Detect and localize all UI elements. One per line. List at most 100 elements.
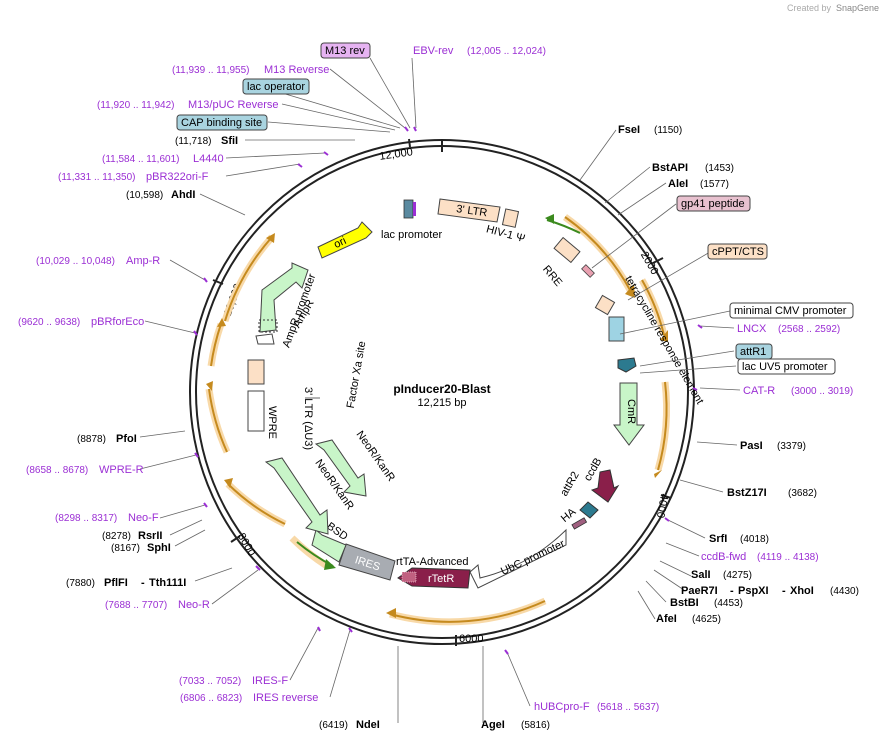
- feature-wpre[interactable]: WPRE: [247, 390, 278, 439]
- enzyme-paer7i-sep2: -: [782, 585, 786, 597]
- tick-2000: 2000: [638, 250, 661, 277]
- enzyme-sfii[interactable]: SfiI: [221, 135, 238, 147]
- enzyme-paer7i[interactable]: PaeR7I: [681, 585, 718, 597]
- enzyme-alei[interactable]: AleI: [668, 178, 688, 190]
- enzyme-pasi[interactable]: PasI: [740, 440, 763, 452]
- feature-ires[interactable]: IRES: [338, 543, 396, 581]
- plasmid-size: 12,215 bp: [418, 397, 467, 409]
- enzyme-fsei-pos: (1150): [654, 125, 682, 136]
- tick-6000: 6000: [459, 633, 483, 645]
- enzyme-bstz17i[interactable]: BstZ17I: [727, 487, 767, 499]
- svg-text:gp41 peptide: gp41 peptide: [681, 198, 745, 210]
- svg-text:CAP binding site: CAP binding site: [181, 117, 262, 129]
- svg-text:rtTA-Advanced: rtTA-Advanced: [396, 556, 469, 568]
- primer-pbr322ori[interactable]: pBR322ori-F: [146, 171, 209, 183]
- primer-pbrforeco[interactable]: pBRforEco: [91, 316, 144, 328]
- enzyme-sali[interactable]: SalI: [691, 569, 711, 581]
- feature-rtetr[interactable]: rtTA-Advanced rTetR: [396, 556, 471, 589]
- feature-ccdb[interactable]: ccdB: [582, 456, 620, 503]
- enzyme-fsei[interactable]: FseI: [618, 124, 640, 136]
- svg-text:Factor Xa site: Factor Xa site: [345, 340, 369, 409]
- enzyme-rsrii[interactable]: RsrII: [138, 530, 162, 542]
- enzyme-ndei[interactable]: NdeI: [356, 719, 380, 731]
- svg-text:cPPT/CTS: cPPT/CTS: [712, 246, 764, 258]
- box-cppt-cts[interactable]: cPPT/CTS: [707, 243, 768, 260]
- primer-ampr[interactable]: Amp-R: [126, 255, 160, 267]
- enzyme-sali-pos: (4275): [723, 570, 752, 581]
- feature-ubc-promoter[interactable]: UbC promoter: [469, 528, 567, 589]
- enzyme-pfoi[interactable]: PfoI: [116, 433, 137, 445]
- feature-cmr[interactable]: CmR: [613, 382, 645, 446]
- enzyme-pspxi[interactable]: PspXI: [738, 585, 769, 597]
- enzyme-agei-pos: (5816): [521, 720, 550, 731]
- box-cap-binding-site[interactable]: CAP binding site: [176, 114, 268, 131]
- primer-neo-f-pos: (8298 .. 8317): [55, 513, 117, 524]
- svg-text:3' LTR: 3' LTR: [455, 203, 488, 219]
- svg-text:attR2: attR2: [558, 470, 582, 499]
- primer-m13-reverse-pos: (11,939 .. 11,955): [172, 65, 249, 76]
- primer-neo-f[interactable]: Neo-F: [128, 512, 159, 524]
- svg-text:lac UV5 promoter: lac UV5 promoter: [742, 361, 828, 373]
- enzyme-rsrii-pos: (8278): [102, 531, 131, 542]
- enzyme-bstz17i-pos: (3682): [788, 488, 817, 499]
- primer-neo-r-pos: (7688 .. 7707): [105, 600, 167, 611]
- enzyme-ndei-pos: (6419): [319, 720, 348, 731]
- enzyme-bstapi[interactable]: BstAPI: [652, 162, 688, 174]
- feature-3-ltr[interactable]: 3' LTR HIV-1 Ψ: [437, 198, 527, 245]
- feature-lac-promoter[interactable]: lac promoter: [381, 199, 442, 241]
- green-arc-top: [546, 219, 581, 234]
- svg-text:HIV-1 Ψ: HIV-1 Ψ: [485, 223, 527, 245]
- primer-ebv-rev[interactable]: EBV-rev: [413, 45, 454, 57]
- enzyme-bstbi[interactable]: BstBI: [670, 597, 699, 609]
- box-m13-rev[interactable]: M13 rev: [320, 42, 371, 59]
- feature-ampr[interactable]: AmpR promoter AmpR: [255, 262, 318, 349]
- enzyme-agei[interactable]: AgeI: [481, 719, 505, 731]
- plasmid-name: pInducer20-Blast: [393, 382, 490, 396]
- primer-ires-reverse[interactable]: IRES reverse: [253, 692, 318, 704]
- primer-cat-r-pos: (3000 .. 3019): [791, 386, 853, 397]
- enzyme-xhoi-pos: (4430): [830, 586, 859, 597]
- svg-text:attR1: attR1: [740, 346, 766, 358]
- box-attr1[interactable]: attR1: [735, 343, 773, 360]
- primer-wpre-r[interactable]: WPRE-R: [99, 464, 144, 476]
- tick-12000: 12,000: [379, 146, 414, 163]
- feature-ori[interactable]: ori: [317, 221, 373, 259]
- primer-m13puc-reverse[interactable]: M13/pUC Reverse: [188, 99, 278, 111]
- box-lac-operator[interactable]: lac operator: [242, 78, 310, 95]
- box-minimal-cmv-promoter[interactable]: minimal CMV promoter: [729, 302, 854, 319]
- primer-ires-f[interactable]: IRES-F: [252, 675, 288, 687]
- svg-text:UbC promoter: UbC promoter: [499, 538, 567, 578]
- enzyme-tth111i[interactable]: Tth111I: [149, 577, 186, 589]
- primer-hubcpro-f[interactable]: hUBCpro-F: [534, 701, 590, 713]
- feature-attr1[interactable]: [617, 357, 637, 373]
- primer-l4440[interactable]: L4440: [193, 153, 224, 165]
- enzyme-pflfi[interactable]: PflFI: [104, 577, 128, 589]
- primer-ccdb-fwd-pos: (4119 .. 4138): [757, 552, 819, 563]
- primer-neo-r[interactable]: Neo-R: [178, 599, 210, 611]
- enzyme-ahdi[interactable]: AhdI: [171, 189, 195, 201]
- feature-3-ltr-du3[interactable]: 3' LTR (ΔU3): [247, 359, 314, 450]
- enzyme-afei[interactable]: AfeI: [656, 613, 677, 625]
- enzyme-paer7i-sep1: -: [730, 585, 734, 597]
- primer-l4440-pos: (11,584 .. 11,601): [102, 154, 179, 165]
- primer-lncx[interactable]: LNCX: [737, 323, 767, 335]
- primer-m13puc-reverse-pos: (11,920 .. 11,942): [97, 100, 174, 111]
- primer-cat-r[interactable]: CAT-R: [743, 385, 775, 397]
- box-gp41-peptide[interactable]: gp41 peptide: [676, 195, 751, 212]
- primer-m13-reverse[interactable]: M13 Reverse: [264, 64, 329, 76]
- box-lac-uv5-promoter[interactable]: lac UV5 promoter: [737, 358, 836, 375]
- orf-arrowheads: [206, 233, 668, 618]
- feature-gp41[interactable]: [581, 264, 595, 278]
- primer-lncx-pos: (2568 .. 2592): [778, 324, 840, 335]
- svg-text:lac operator: lac operator: [247, 81, 305, 93]
- feature-rre[interactable]: RRE: [540, 236, 581, 289]
- enzyme-srfi[interactable]: SrfI: [709, 533, 727, 545]
- svg-text:HA: HA: [559, 506, 579, 525]
- tick-4000: 4000: [654, 493, 670, 519]
- primer-ccdb-fwd[interactable]: ccdB-fwd: [701, 551, 746, 563]
- enzyme-sphi[interactable]: SphI: [147, 542, 171, 554]
- svg-text:M13 rev: M13 rev: [325, 45, 365, 57]
- enzyme-xhoi[interactable]: XhoI: [790, 585, 814, 597]
